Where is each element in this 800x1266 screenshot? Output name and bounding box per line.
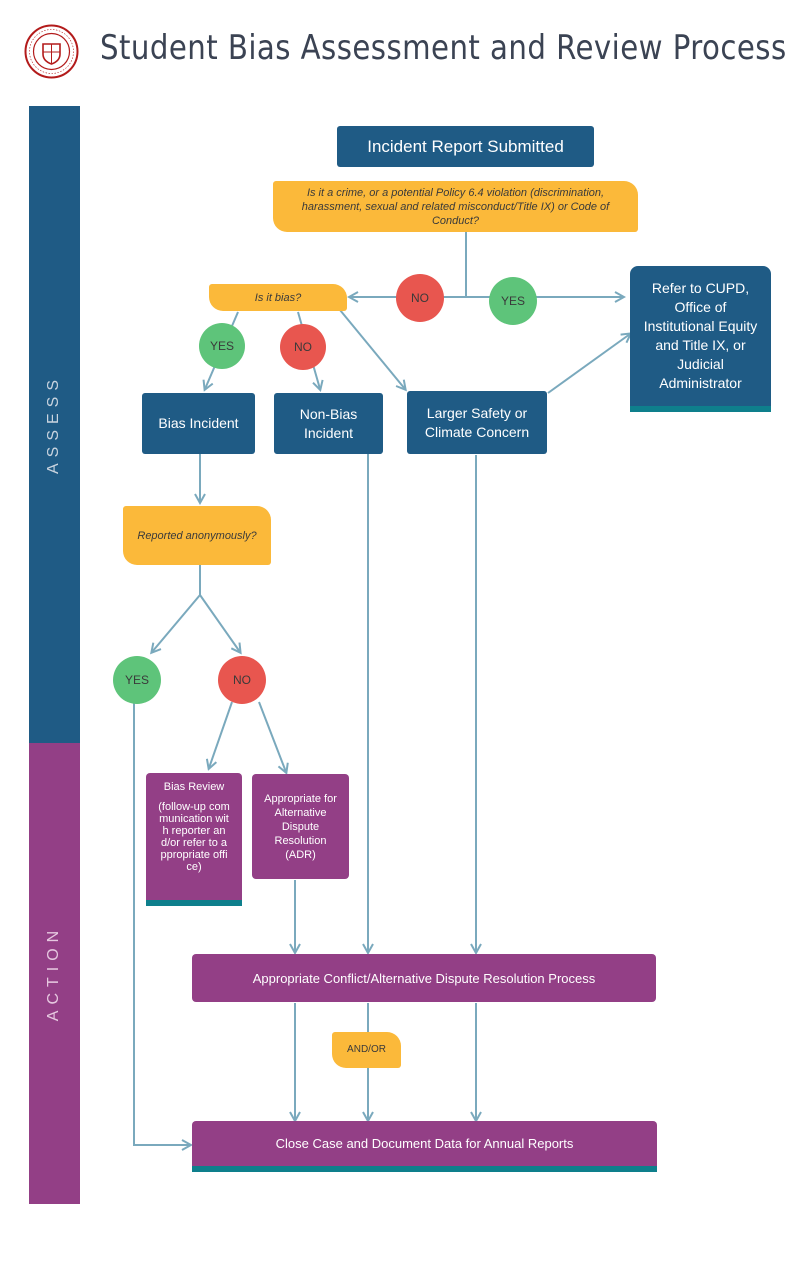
anonymous-no-circle: NO — [218, 656, 266, 704]
assess-lane: ASSESS — [29, 106, 80, 743]
bias-yes-circle: YES — [199, 323, 245, 369]
non-bias-incident-box: Non-Bias Incident — [274, 393, 383, 454]
close-case-box: Close Case and Document Data for Annual … — [192, 1121, 657, 1172]
conflict-process-box: Appropriate Conflict/Alternative Dispute… — [192, 954, 656, 1002]
incident-report-box: Incident Report Submitted — [337, 126, 594, 167]
anonymous-yes-circle: YES — [113, 656, 161, 704]
larger-safety-box: Larger Safety or Climate Concern — [407, 391, 547, 454]
university-seal-icon — [24, 24, 79, 79]
bias-no-circle: NO — [280, 324, 326, 370]
andor-label: AND/OR — [332, 1032, 401, 1068]
bias-review-body: (follow-up communication with reporter a… — [158, 801, 230, 873]
refer-box: Refer to CUPD, Office of Institutional E… — [630, 266, 771, 412]
anonymous-question-decision: Reported anonymously? — [123, 506, 271, 565]
action-lane: ACTION — [29, 743, 80, 1204]
answer-no-circle: NO — [396, 274, 444, 322]
bias-question-decision: Is it bias? — [209, 284, 347, 311]
bias-incident-box: Bias Incident — [142, 393, 255, 454]
crime-question-decision: Is it a crime, or a potential Policy 6.4… — [273, 181, 638, 232]
bias-review-box: Bias Review (follow-up communication wit… — [146, 773, 242, 906]
bias-review-title: Bias Review — [163, 781, 225, 793]
page-title: Student Bias Assessment and Review Proce… — [100, 28, 787, 68]
adr-box: Appropriate for Alternative Dispute Reso… — [252, 774, 349, 879]
answer-yes-circle: YES — [489, 277, 537, 325]
